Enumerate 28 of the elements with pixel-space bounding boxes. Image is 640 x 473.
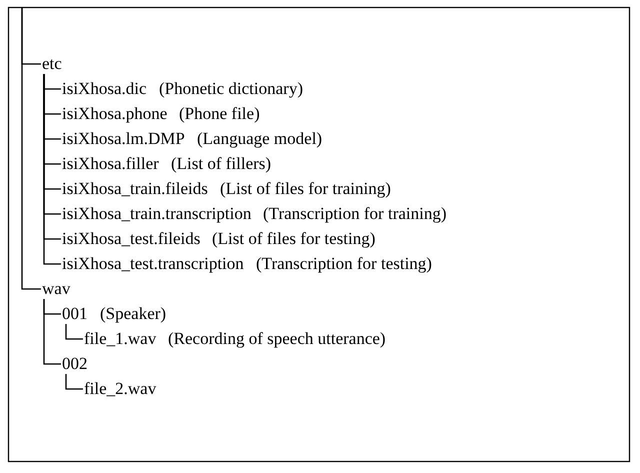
description-label: (Phonetic dictionary) [159, 79, 303, 99]
file-name: isiXhosa_test.transcription [62, 254, 244, 274]
file-name: isiXhosa.filler [62, 154, 159, 174]
tree-connector [21, 8, 41, 290]
file-name: isiXhosa.phone [62, 104, 168, 124]
file-name: isiXhosa_train.fileids [62, 179, 208, 199]
file-name: isiXhosa_test.fileids [62, 229, 200, 249]
file-name: 002 [62, 354, 88, 374]
tree-connector [65, 324, 83, 340]
description-label: (Transcription for training) [263, 204, 447, 224]
file-name: file_2.wav [84, 379, 156, 399]
tree-connector [43, 299, 61, 365]
description-label: (Transcription for testing) [256, 254, 432, 274]
file-name: isiXhosa_train.transcription [62, 204, 252, 224]
description-label: (Speaker) [100, 304, 166, 324]
file-name: wav [42, 279, 70, 299]
description-label: (Language model) [197, 129, 322, 149]
file-name: etc [42, 54, 62, 74]
description-label: (Phone file) [179, 104, 260, 124]
file-name: file_1.wav [84, 329, 156, 349]
description-label: (List of files for training) [220, 179, 391, 199]
file-name: isiXhosa.dic [62, 79, 147, 99]
description-label: (List of fillers) [171, 154, 272, 174]
file-name: 001 [62, 304, 88, 324]
tree-connector [65, 374, 83, 390]
description-label: (Recording of speech utterance) [168, 329, 386, 349]
description-label: (List of files for testing) [212, 229, 376, 249]
file-name: isiXhosa.lm.DMP [62, 129, 185, 149]
